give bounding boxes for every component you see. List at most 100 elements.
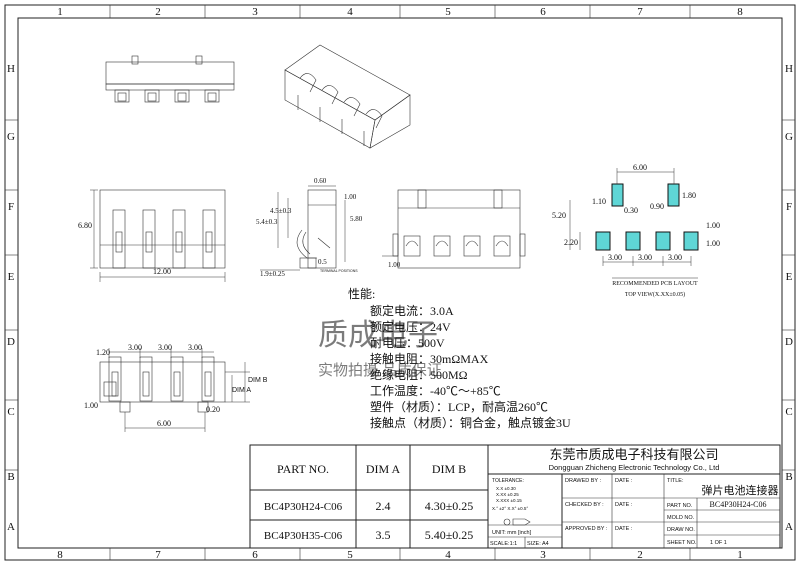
- front-height-label: 6.80: [78, 221, 92, 230]
- watermark-line2: 实物拍摄 品质保证: [318, 362, 442, 379]
- pcb-dim-520: 5.20: [552, 211, 566, 220]
- tb-drawn-by: DRAWED BY :: [565, 478, 602, 484]
- spec-line-8: 接触点（材质）：铜合金，触点镀金3U: [370, 415, 571, 430]
- pcb-dim-220: 2.20: [564, 238, 578, 247]
- spec-line-4: 接触电阻：30mΩMAX: [370, 351, 489, 366]
- col-label-bottom-6: 3: [540, 549, 546, 561]
- spec-line-3: 耐电压：500V: [370, 336, 445, 350]
- tb-approved-date: DATE :: [615, 526, 633, 532]
- side-dim-100: 1.00: [344, 193, 357, 201]
- watermark: 质成电子 实物拍摄 品质保证: [318, 319, 442, 379]
- pcb-dim-110: 1.10: [592, 197, 606, 206]
- front-width-label: 12.00: [153, 267, 171, 276]
- side-note: TERMINAL POSITIONS: [320, 269, 358, 273]
- row-label-left-H: H: [7, 63, 15, 75]
- bottom-dim-020: 0.20: [206, 405, 220, 414]
- title-block: PART NO. DIM A DIM B BC4P30H24-C06 2.4 4…: [249, 444, 781, 549]
- col-label-top-5: 5: [445, 6, 451, 18]
- tb-part-no-value: BC4P30H24-C06: [710, 500, 767, 509]
- col-label-top-4: 4: [347, 6, 353, 18]
- tb-row2-dim-a: 3.5: [376, 528, 391, 542]
- tb-tolerance-angles: X.° ±2° X.X° ±0.5°: [492, 506, 528, 511]
- pcb-dim-600: 6.00: [633, 163, 647, 172]
- tb-company-en: Dongguan Zhicheng Electronic Technology …: [549, 463, 720, 472]
- pcb-layout-title: RECOMMENDED PCB LAYOUT: [612, 281, 698, 287]
- tb-header-part-no: PART NO.: [277, 462, 329, 476]
- row-label-right-F: F: [786, 201, 792, 213]
- bottom-dim-100: 1.00: [84, 401, 98, 410]
- row-label-right-A: A: [785, 521, 793, 533]
- col-label-top-6: 6: [540, 6, 546, 18]
- col-label-bottom-4: 5: [347, 549, 353, 561]
- tb-row1-dim-b: 4.30±0.25: [425, 499, 474, 513]
- row-label-right-D: D: [785, 336, 793, 348]
- pcb-pitch-3: 3.00: [668, 253, 682, 262]
- col-label-top-7: 7: [637, 6, 643, 18]
- zone-ticks: [5, 5, 795, 560]
- bottom-pitch-1: 3.00: [128, 343, 142, 352]
- bottom-pitch-3: 3.00: [188, 343, 202, 352]
- isometric-view: [284, 44, 411, 149]
- spec-line-5: 绝缘电阻：500MΩ: [370, 367, 468, 382]
- tb-company-cn: 东莞市质成电子科技有限公司: [549, 447, 718, 462]
- col-label-top-2: 2: [155, 6, 161, 18]
- col-label-top-1: 1: [57, 6, 63, 18]
- back-view: 1.00: [382, 189, 526, 269]
- tb-approved-by: APPROVED BY :: [565, 526, 608, 532]
- side-dim-45: 4.5±0.3: [270, 207, 292, 215]
- tb-tolerance-2: X.XX ±0.25: [496, 492, 519, 497]
- top-view: [105, 55, 235, 103]
- tb-row1-dim-a: 2.4: [376, 499, 391, 513]
- spec-line-2: 额定电压：24V: [370, 319, 451, 334]
- bottom-dim-b: DIM B: [248, 377, 268, 384]
- side-dim-060: 0.60: [314, 177, 327, 185]
- row-label-right-B: B: [785, 471, 792, 483]
- side-view: 0.60 1.00 4.5±0.3 5.4±0.3 5.80 0.5 1.9±0…: [256, 177, 363, 278]
- tb-unit: UNIT: mm [inch]: [492, 530, 532, 536]
- side-dim-54: 5.4±0.3: [256, 218, 278, 226]
- bottom-dim-120: 1.20: [96, 348, 110, 357]
- bottom-dim-a: DIM A: [232, 387, 251, 394]
- side-dim-05: 0.5: [318, 258, 327, 266]
- pcb-pad-top-right: [667, 183, 680, 207]
- back-dim-100: 1.00: [388, 261, 401, 269]
- tb-header-dim-b: DIM B: [432, 462, 466, 476]
- tb-title-label: TITLE:: [667, 478, 684, 484]
- specs-heading: 性能:: [348, 287, 375, 301]
- pcb-dim-180: 1.80: [682, 191, 696, 200]
- tb-mold-no-label: MOLD NO.: [667, 515, 695, 521]
- tb-header-dim-a: DIM A: [366, 462, 401, 476]
- row-label-left-E: E: [8, 271, 15, 283]
- bottom-dim-600: 6.00: [157, 419, 171, 428]
- row-label-left-C: C: [7, 406, 14, 418]
- front-view: 12.00 6.80: [78, 189, 226, 282]
- pcb-pitch-2: 3.00: [638, 253, 652, 262]
- pcb-layout: 6.00 1.80 1.10 0.30 0.90 5.20 2.20 1.00 …: [552, 163, 720, 298]
- pcb-dim-090: 0.90: [650, 202, 664, 211]
- watermark-line1: 质成电子: [318, 319, 438, 352]
- tb-draw-no-label: DRAW NO.: [667, 527, 695, 533]
- bottom-view: 1.20 3.00 3.00 3.00 1.00 6.00 0.20 DIM A…: [84, 343, 268, 432]
- row-label-right-E: E: [786, 271, 793, 283]
- tb-tolerance-3: X.XXX ±0.15: [496, 498, 522, 503]
- specs: 性能: 额定电流：3.0A 额定电压：24V 耐电压：500V 接触电阻：30m…: [348, 287, 571, 430]
- row-label-right-H: H: [785, 63, 793, 75]
- spec-line-7: 塑件（材质）：LCP，耐高温260℃: [370, 399, 548, 414]
- tb-title-cn: 弹片电池连接器: [702, 483, 779, 497]
- pcb-pad-4: [683, 231, 699, 251]
- tb-row2-dim-b: 5.40±0.25: [425, 528, 474, 542]
- pcb-layout-subtitle: TOP VIEW(X.XX±0.05): [625, 291, 685, 298]
- tb-scale: SCALE:1:1: [490, 541, 517, 547]
- col-label-bottom-8: 1: [737, 549, 743, 561]
- pcb-pitch-1: 3.00: [608, 253, 622, 262]
- col-label-bottom-5: 4: [445, 549, 451, 561]
- pcb-dim-100a: 1.00: [706, 221, 720, 230]
- pcb-dim-030: 0.30: [624, 206, 638, 215]
- side-dim-580: 5.80: [350, 215, 363, 223]
- tb-row1-part: BC4P30H24-C06: [264, 501, 343, 513]
- tb-size: SIZE: A4: [527, 541, 549, 547]
- row-label-right-C: C: [785, 406, 792, 418]
- row-label-right-G: G: [785, 131, 793, 143]
- spec-line-1: 额定电流：3.0A: [370, 303, 454, 318]
- col-label-bottom-1: 8: [57, 549, 63, 561]
